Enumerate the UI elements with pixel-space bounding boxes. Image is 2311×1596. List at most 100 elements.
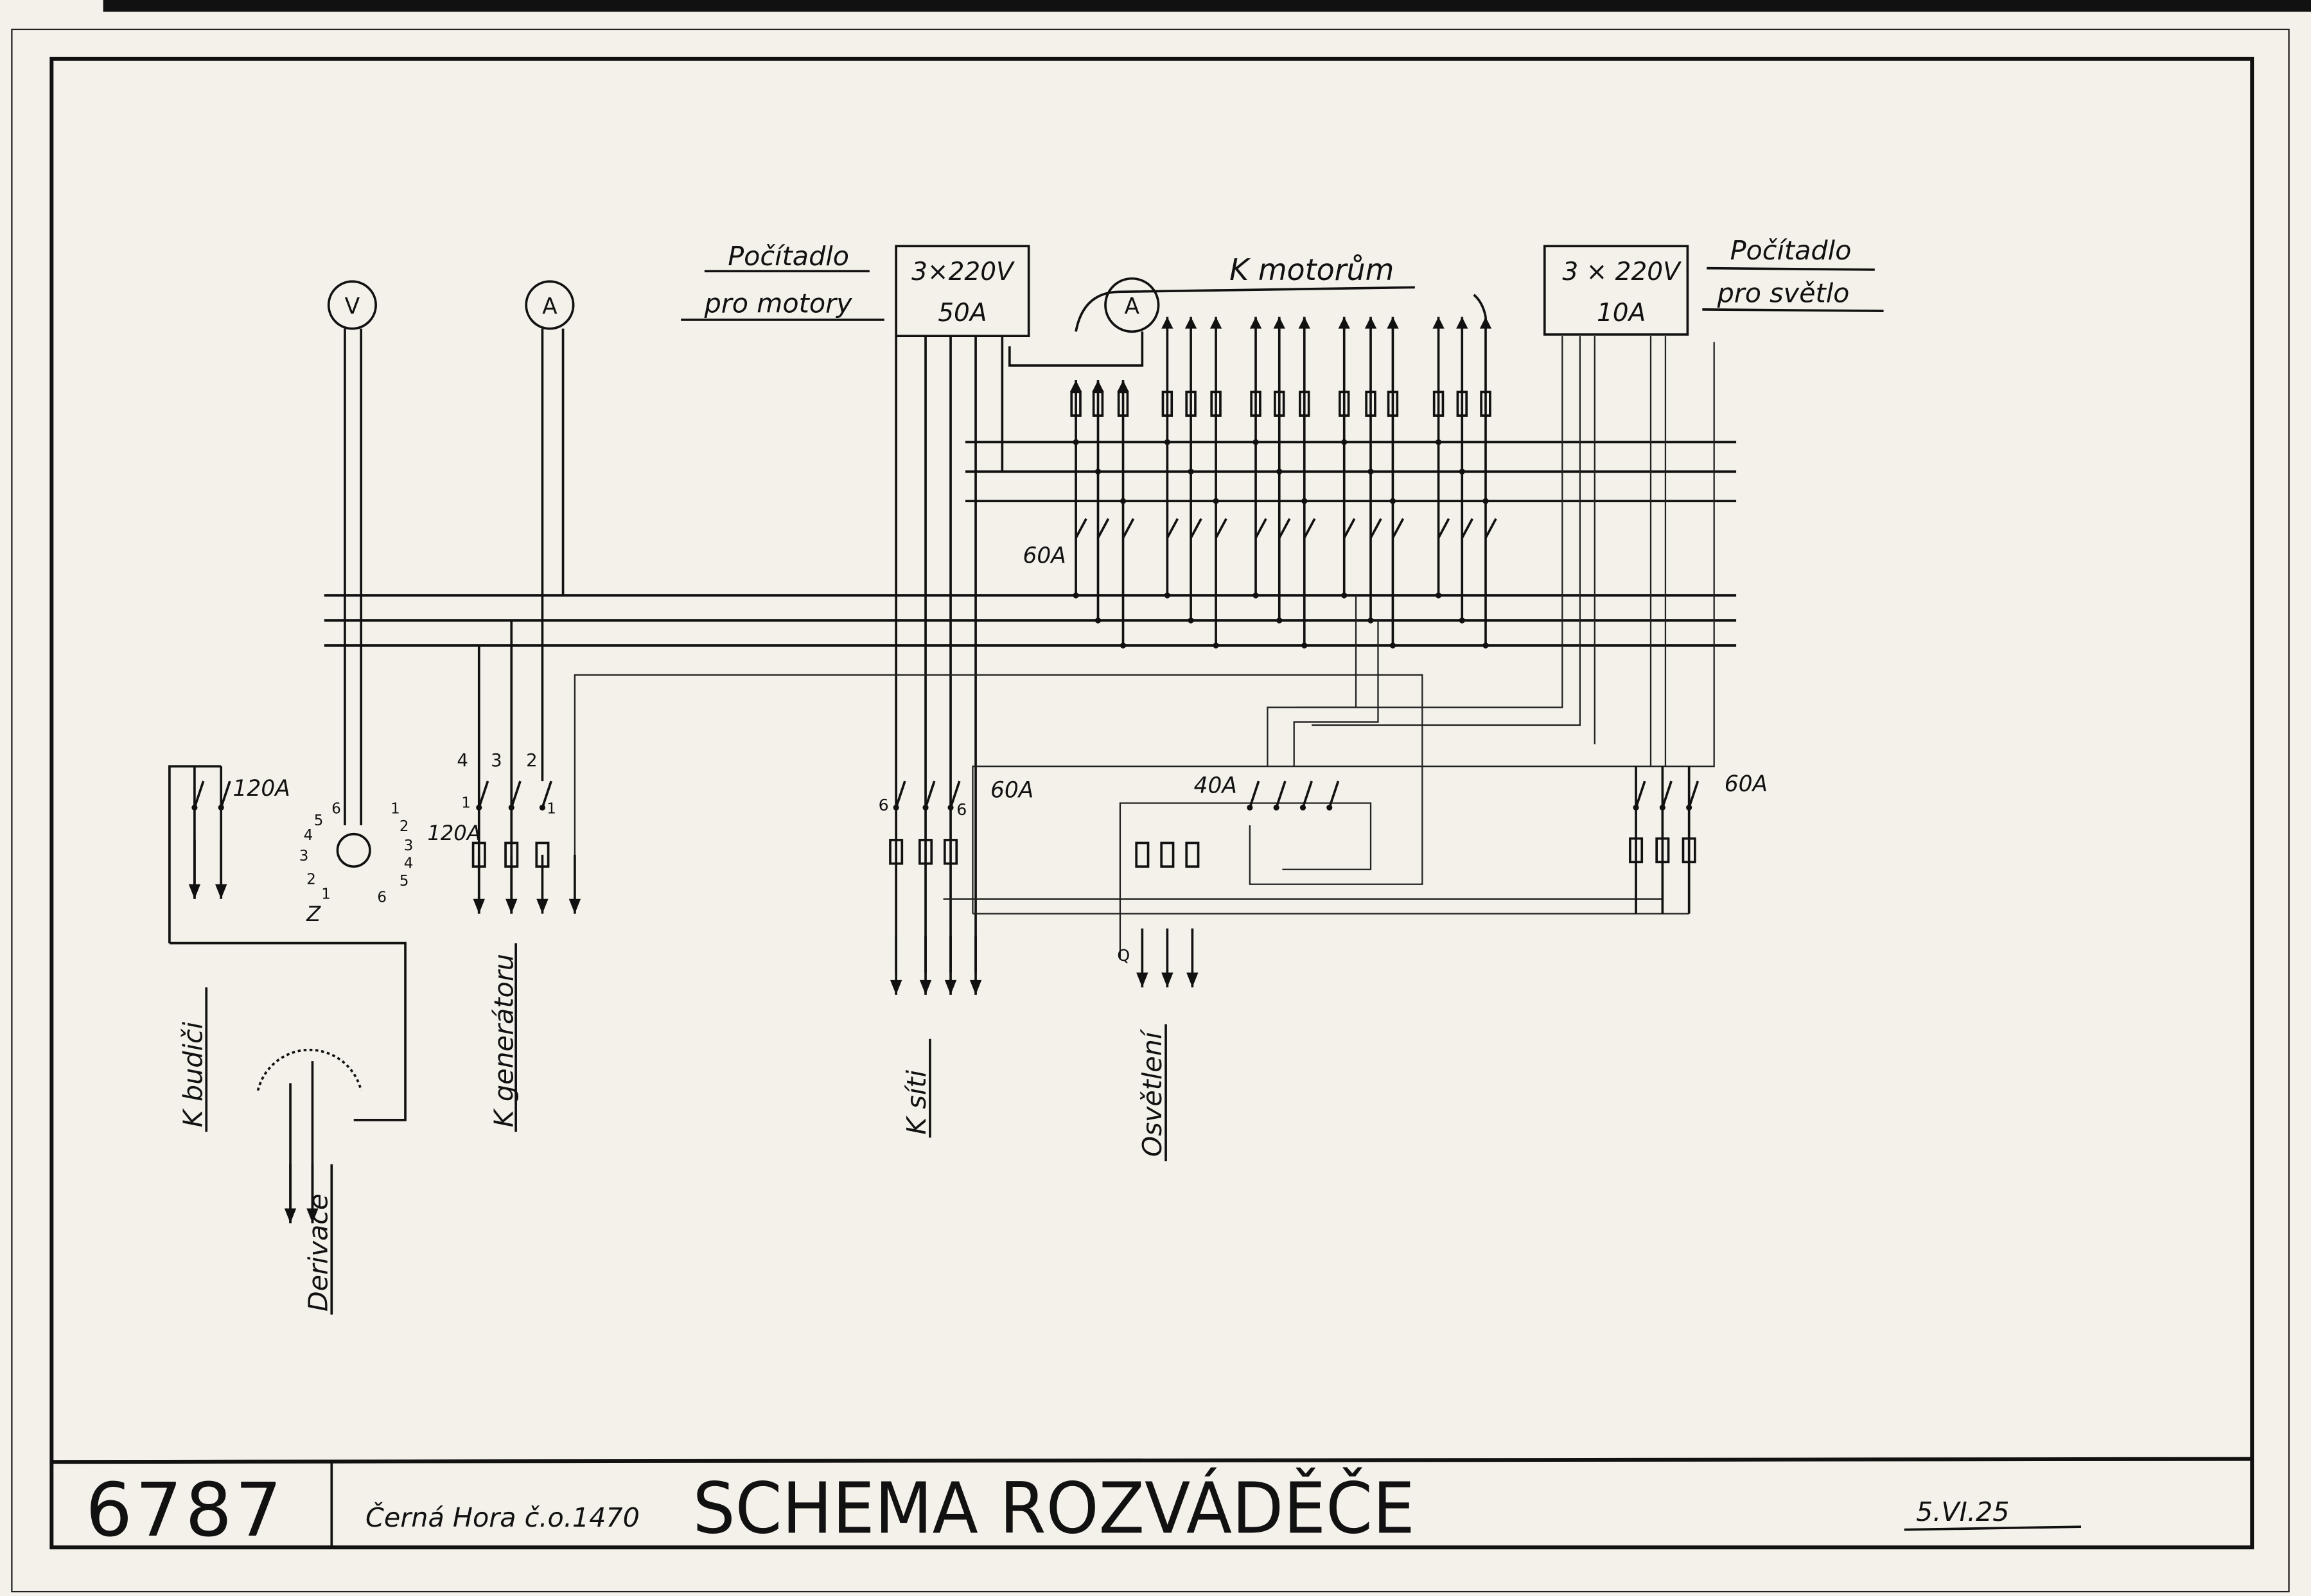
switch-blade (1215, 518, 1227, 539)
exciter-circuit: 120A 120A Z (168, 765, 481, 1223)
meter-label: Počítadlo (728, 241, 849, 272)
exciter-rating: 120A (233, 776, 290, 802)
junction-dot (1367, 468, 1374, 475)
svg-text:2: 2 (526, 750, 538, 771)
svg-text:4: 4 (457, 750, 468, 771)
svg-text:6: 6 (377, 889, 387, 906)
ammeter-symbol: A (542, 294, 558, 320)
svg-text:1: 1 (461, 794, 471, 811)
junction-dot (1389, 498, 1396, 504)
junction-dot (1188, 468, 1194, 475)
fuse (1387, 390, 1399, 417)
junction-dot (1482, 642, 1489, 649)
arrow-up-icon (1387, 317, 1399, 329)
lighting-switch-rating: 40A (1194, 773, 1237, 798)
svg-text:6: 6 (331, 801, 341, 818)
fuse (535, 841, 550, 868)
drawing-border (49, 57, 2254, 1550)
grid-switch-rating: 60A (990, 777, 1033, 803)
arrow-up-icon (1117, 380, 1129, 392)
drawing-date: 5.VI.25 (1916, 1496, 2010, 1527)
motor-meter-box: 3×220V 50A Počítadlo pro motory (681, 241, 1030, 337)
junction-dot (1164, 439, 1170, 445)
switch-contact (947, 804, 954, 811)
junction-dot (1482, 498, 1489, 504)
junction-dot (1459, 617, 1465, 624)
svg-text:5: 5 (400, 873, 409, 890)
fuse (1161, 390, 1173, 417)
arrow-down-icon (1161, 972, 1173, 988)
title-block: 6787 Černá Hora č.o.1470 SCHEMA ROZVÁDĚČ… (51, 1457, 2253, 1554)
voltmeter-symbol: V (345, 294, 360, 320)
svg-text:2: 2 (306, 872, 316, 888)
fuse (1274, 390, 1285, 417)
main-bus (324, 594, 1737, 647)
switch-blade (1166, 518, 1179, 539)
fuse (1185, 841, 1200, 868)
meter-label: pro motory (704, 288, 853, 319)
junction-dot (1120, 642, 1127, 649)
selector-switch (336, 832, 371, 868)
junction-dot (1341, 592, 1348, 599)
generator-switch: 4 3 2 1 1 (457, 620, 556, 914)
switch-blade (1369, 518, 1382, 539)
rating-voltage: 3×220V (911, 258, 1015, 286)
fuse (1250, 390, 1261, 417)
junction-dot (1301, 498, 1308, 504)
switch-blade (1254, 518, 1267, 539)
fuse (1432, 390, 1445, 417)
junction-dot (1389, 642, 1396, 649)
switch-blade (1687, 780, 1700, 808)
svg-text:4: 4 (304, 827, 313, 844)
switch-blade (1303, 518, 1316, 539)
junction-dot (1252, 439, 1259, 445)
arrow-down-icon (1186, 972, 1199, 988)
generator-label: K generátoru (489, 954, 520, 1127)
junction-dot (1213, 498, 1219, 504)
svg-text:1: 1 (547, 801, 556, 818)
svg-text:3: 3 (404, 837, 414, 854)
fuse (1299, 390, 1310, 417)
fuse (944, 839, 958, 865)
junction-dot (1459, 468, 1465, 475)
motor-feeders (1069, 317, 1497, 649)
rating-current: 10A (1597, 299, 1646, 328)
fuse (1117, 390, 1129, 417)
junction-dot (1435, 439, 1442, 445)
switch-blade (1437, 518, 1450, 539)
arrow-up-icon (1209, 317, 1222, 329)
motor-switch-rating: 60A (1023, 543, 1066, 569)
grid-label: K síti (901, 1069, 932, 1134)
grid-feed-lines (574, 336, 1715, 973)
location-text: Černá Hora č.o.1470 (365, 1502, 640, 1533)
arrow-down-icon (1136, 972, 1148, 988)
switch-blade (1484, 518, 1497, 539)
fuse (1160, 841, 1175, 868)
switch-contact (539, 804, 546, 811)
vertical-labels: K budiči Derivace K generátoru K síti Os… (177, 943, 1168, 1315)
q-label: Q (1117, 946, 1130, 965)
exciter-label: K budiči (177, 1021, 208, 1127)
light-meter-switch-rating: 60A (1725, 771, 1768, 797)
fuse (1210, 390, 1222, 417)
arrow-up-icon (1069, 380, 1082, 392)
switch-blade (220, 780, 231, 808)
junction-dot (1341, 439, 1348, 445)
fuse (1456, 390, 1468, 417)
fuse (1092, 390, 1104, 417)
switch-contact (1273, 804, 1279, 811)
arrow-down-icon (944, 979, 957, 995)
switch-blade (510, 780, 522, 808)
switch-blade (1461, 518, 1473, 539)
rating-voltage: 3 × 220V (1562, 258, 1682, 286)
scan-edge (103, 0, 2311, 12)
drawing-number: 6787 (85, 1468, 285, 1554)
svg-text:1: 1 (391, 801, 400, 818)
switch-contact (1299, 804, 1306, 811)
motor-bus (965, 441, 1737, 502)
junction-dot (1188, 617, 1194, 624)
fuse (1480, 390, 1491, 417)
ammeter-symbol: A (1125, 294, 1140, 320)
arrow-up-icon (1092, 380, 1104, 392)
